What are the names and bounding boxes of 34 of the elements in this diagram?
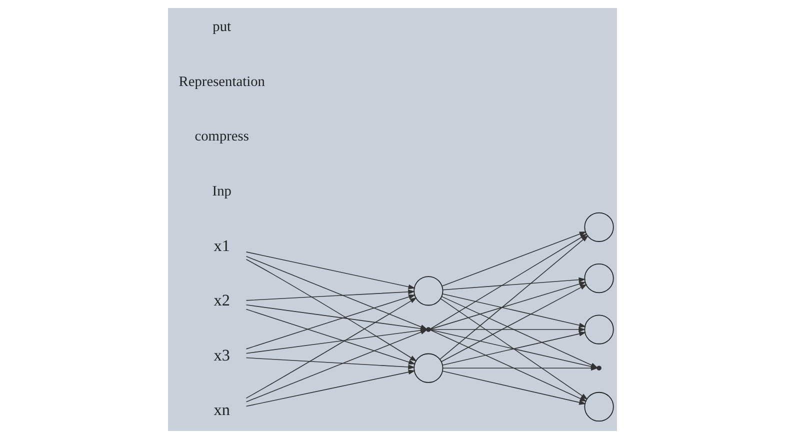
arrow xyxy=(246,252,416,290)
arrow xyxy=(246,259,417,362)
node-circle xyxy=(584,392,614,422)
node-circle xyxy=(414,353,444,383)
arrow xyxy=(442,366,598,371)
arrow xyxy=(246,329,428,402)
node-circle xyxy=(584,264,614,294)
arrow xyxy=(439,235,589,360)
arrow xyxy=(442,277,586,290)
node-circle xyxy=(414,276,444,306)
arrow xyxy=(246,370,416,407)
arrow xyxy=(442,331,586,366)
node-text: x2 xyxy=(214,292,230,310)
node-text: xn xyxy=(214,402,230,420)
node-text: x1 xyxy=(214,238,230,255)
label: Inp xyxy=(212,184,232,200)
arrow xyxy=(441,284,588,362)
arrow xyxy=(246,289,416,301)
node-text: x3 xyxy=(214,347,230,364)
arrow xyxy=(442,294,586,328)
arrow xyxy=(246,308,416,364)
arrow xyxy=(246,357,416,370)
node-circle xyxy=(584,314,614,344)
node-circle xyxy=(584,212,614,242)
node-dots xyxy=(426,327,431,332)
label: Representation xyxy=(178,74,265,90)
arrow xyxy=(430,327,586,332)
arrow xyxy=(246,294,416,350)
label: put xyxy=(212,19,232,36)
arrow xyxy=(246,297,417,399)
arrow xyxy=(442,370,586,405)
label: compress xyxy=(194,128,249,145)
arrow xyxy=(430,282,586,330)
node-dots xyxy=(596,366,602,370)
